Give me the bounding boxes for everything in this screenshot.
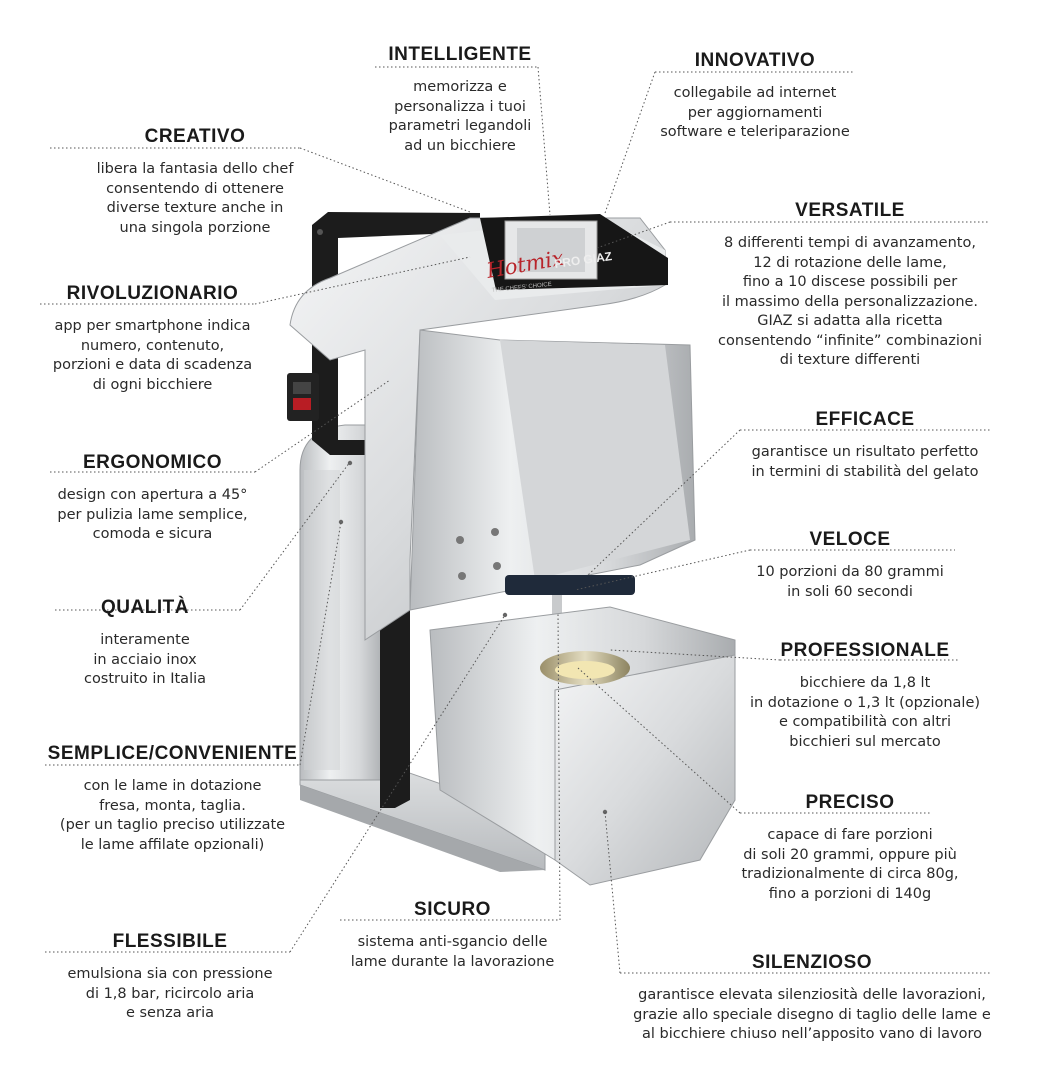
feature-text-line: 12 di rotazione delle lame, [753,254,947,271]
feature-text-line: app per smartphone indica [54,318,251,334]
feature-efficace: EFFICACE garantisce un risultato perfett… [735,409,995,482]
feature-title: EFFICACE [815,409,915,430]
feature-flessibile: FLESSIBILE emulsiona sia con pressione d… [45,931,295,1024]
feature-text-line: 8 differenti tempi di avanzamento, [724,235,976,251]
feature-title: SICURO [414,899,491,920]
power-switch [287,373,319,421]
feature-qualita: QUALITÀ interamente in acciaio inox cost… [55,597,235,690]
feature-text-line: in soli 60 secondi [787,583,913,600]
feature-preciso: PRECISO capace di fare porzioni di soli … [735,792,965,904]
feature-title: RIVOLUZIONARIO [66,283,239,304]
feature-text-line: grazie allo speciale disegno di taglio d… [633,1006,991,1023]
feature-text-line: in termini di stabilità del gelato [751,463,979,480]
feature-text-line: fino a porzioni di 140g [768,885,932,902]
feature-ergonomico: ERGONOMICO design con apertura a 45° per… [40,452,265,545]
feature-title: INNOVATIVO [694,50,816,71]
feature-title: VERSATILE [795,200,905,221]
feature-professionale: PROFESSIONALE bicchiere da 1,8 lt in dot… [735,640,995,752]
feature-text-line: di soli 20 grammi, oppure più [743,846,957,863]
feature-veloce: VELOCE 10 porzioni da 80 grammi in soli … [735,529,965,602]
cup-drawer [429,606,736,886]
feature-text-line: personalizza i tuoi [394,98,526,115]
feature-title: CREATIVO [144,126,246,147]
feature-creativo: CREATIVO libera la fantasia dello chef c… [80,126,310,238]
feature-text-line: e senza aria [125,1005,215,1021]
feature-text-line: di ogni bicchiere [92,376,213,393]
feature-text-line: collegabile ad internet [673,85,837,101]
feature-title: PROFESSIONALE [780,640,950,661]
feature-title: ERGONOMICO [82,452,223,473]
feature-text-line: per pulizia lame semplice, [57,506,248,523]
feature-text-line: interamente [100,632,190,648]
feature-text-line: garantisce elevata silenziosità delle la… [638,987,986,1003]
feature-text-line: lame durante la lavorazione [350,953,555,970]
feature-text-line: design con apertura a 45° [57,487,248,503]
feature-text-line: (per un taglio preciso utilizzate [59,817,286,833]
feature-title: QUALITÀ [101,597,189,618]
feature-text-line: di 1,8 bar, ricircolo aria [85,985,255,1002]
feature-text-line: in dotazione o 1,3 lt (opzionale) [749,694,981,711]
feature-text-line: bicchieri sul mercato [789,733,941,750]
feature-text-line: di texture differenti [779,352,921,368]
feature-text-line: in acciaio inox [93,651,197,668]
feature-text-line: una singola porzione [119,219,271,236]
feature-text-line: ad un bicchiere [404,137,516,154]
feature-title: FLESSIBILE [112,931,228,952]
feature-text-line: GIAZ si adatta alla ricetta [757,313,943,329]
leader-lines [40,66,990,974]
feature-title: SILENZIOSO [751,952,873,973]
feature-text-line: bicchiere da 1,8 lt [799,675,931,691]
feature-text-line: garantisce un risultato perfetto [751,444,979,460]
feature-text-line: al bicchiere chiuso nell’apposito vano d… [642,1026,982,1042]
feature-silenzioso: SILENZIOSO garantisce elevata silenziosi… [612,952,1012,1045]
feature-text-line: le lame affilate opzionali) [80,836,265,853]
upper-housing [289,214,696,641]
feature-text-line: consentendo di ottenere [106,180,284,197]
feature-text-line: emulsiona sia con pressione [67,966,273,982]
feature-title: INTELLIGENTE [388,44,532,65]
feature-title: SEMPLICE/CONVENIENTE [47,743,298,764]
feature-sicuro: SICURO sistema anti-sgancio delle lame d… [335,899,570,972]
feature-text-line: comoda e sicura [92,526,213,542]
feature-text-line: parametri legandoli [388,118,532,134]
feature-text-line: software e teleriparazione [660,124,850,140]
feature-text-line: memorizza e [413,79,507,95]
feature-text-line: con le lame in dotazione [83,778,262,794]
feature-text-line: capace di fare porzioni [767,827,933,843]
feature-innovativo: INNOVATIVO collegabile ad internet per a… [640,50,870,143]
feature-text-line: e compatibilità con altri [778,714,951,730]
feature-text-line: numero, contenuto, [80,337,225,354]
feature-text-line: diverse texture anche in [106,200,284,216]
feature-text-line: sistema anti-sgancio delle [357,934,548,950]
feature-title: VELOCE [809,529,891,550]
feature-versatile: VERSATILE 8 differenti tempi di avanzame… [690,200,1010,371]
feature-text-line: costruito in Italia [83,671,207,687]
feature-text-line: 10 porzioni da 80 grammi [756,564,944,580]
feature-title: PRECISO [805,792,895,813]
feature-text-line: per aggiornamenti [687,104,823,121]
feature-text-line: il massimo della personalizzazione. [721,293,979,310]
feature-text-line: consentendo “infinite” combinazioni [718,332,982,349]
feature-rivoluzionario: RIVOLUZIONARIO app per smartphone indica… [40,283,265,395]
feature-text-line: fino a 10 discese possibili per [742,274,958,290]
feature-text-line: fresa, monta, taglia. [99,797,246,814]
feature-intelligente: INTELLIGENTE memorizza e personalizza i … [365,44,555,156]
feature-text-line: tradizionalmente di circa 80g, [741,866,959,882]
feature-text-line: porzioni e data di scadenza [52,357,253,373]
feature-semplice-conveniente: SEMPLICE/CONVENIENTE con le lame in dota… [40,743,305,855]
feature-text-line: libera la fantasia dello chef [96,161,294,177]
